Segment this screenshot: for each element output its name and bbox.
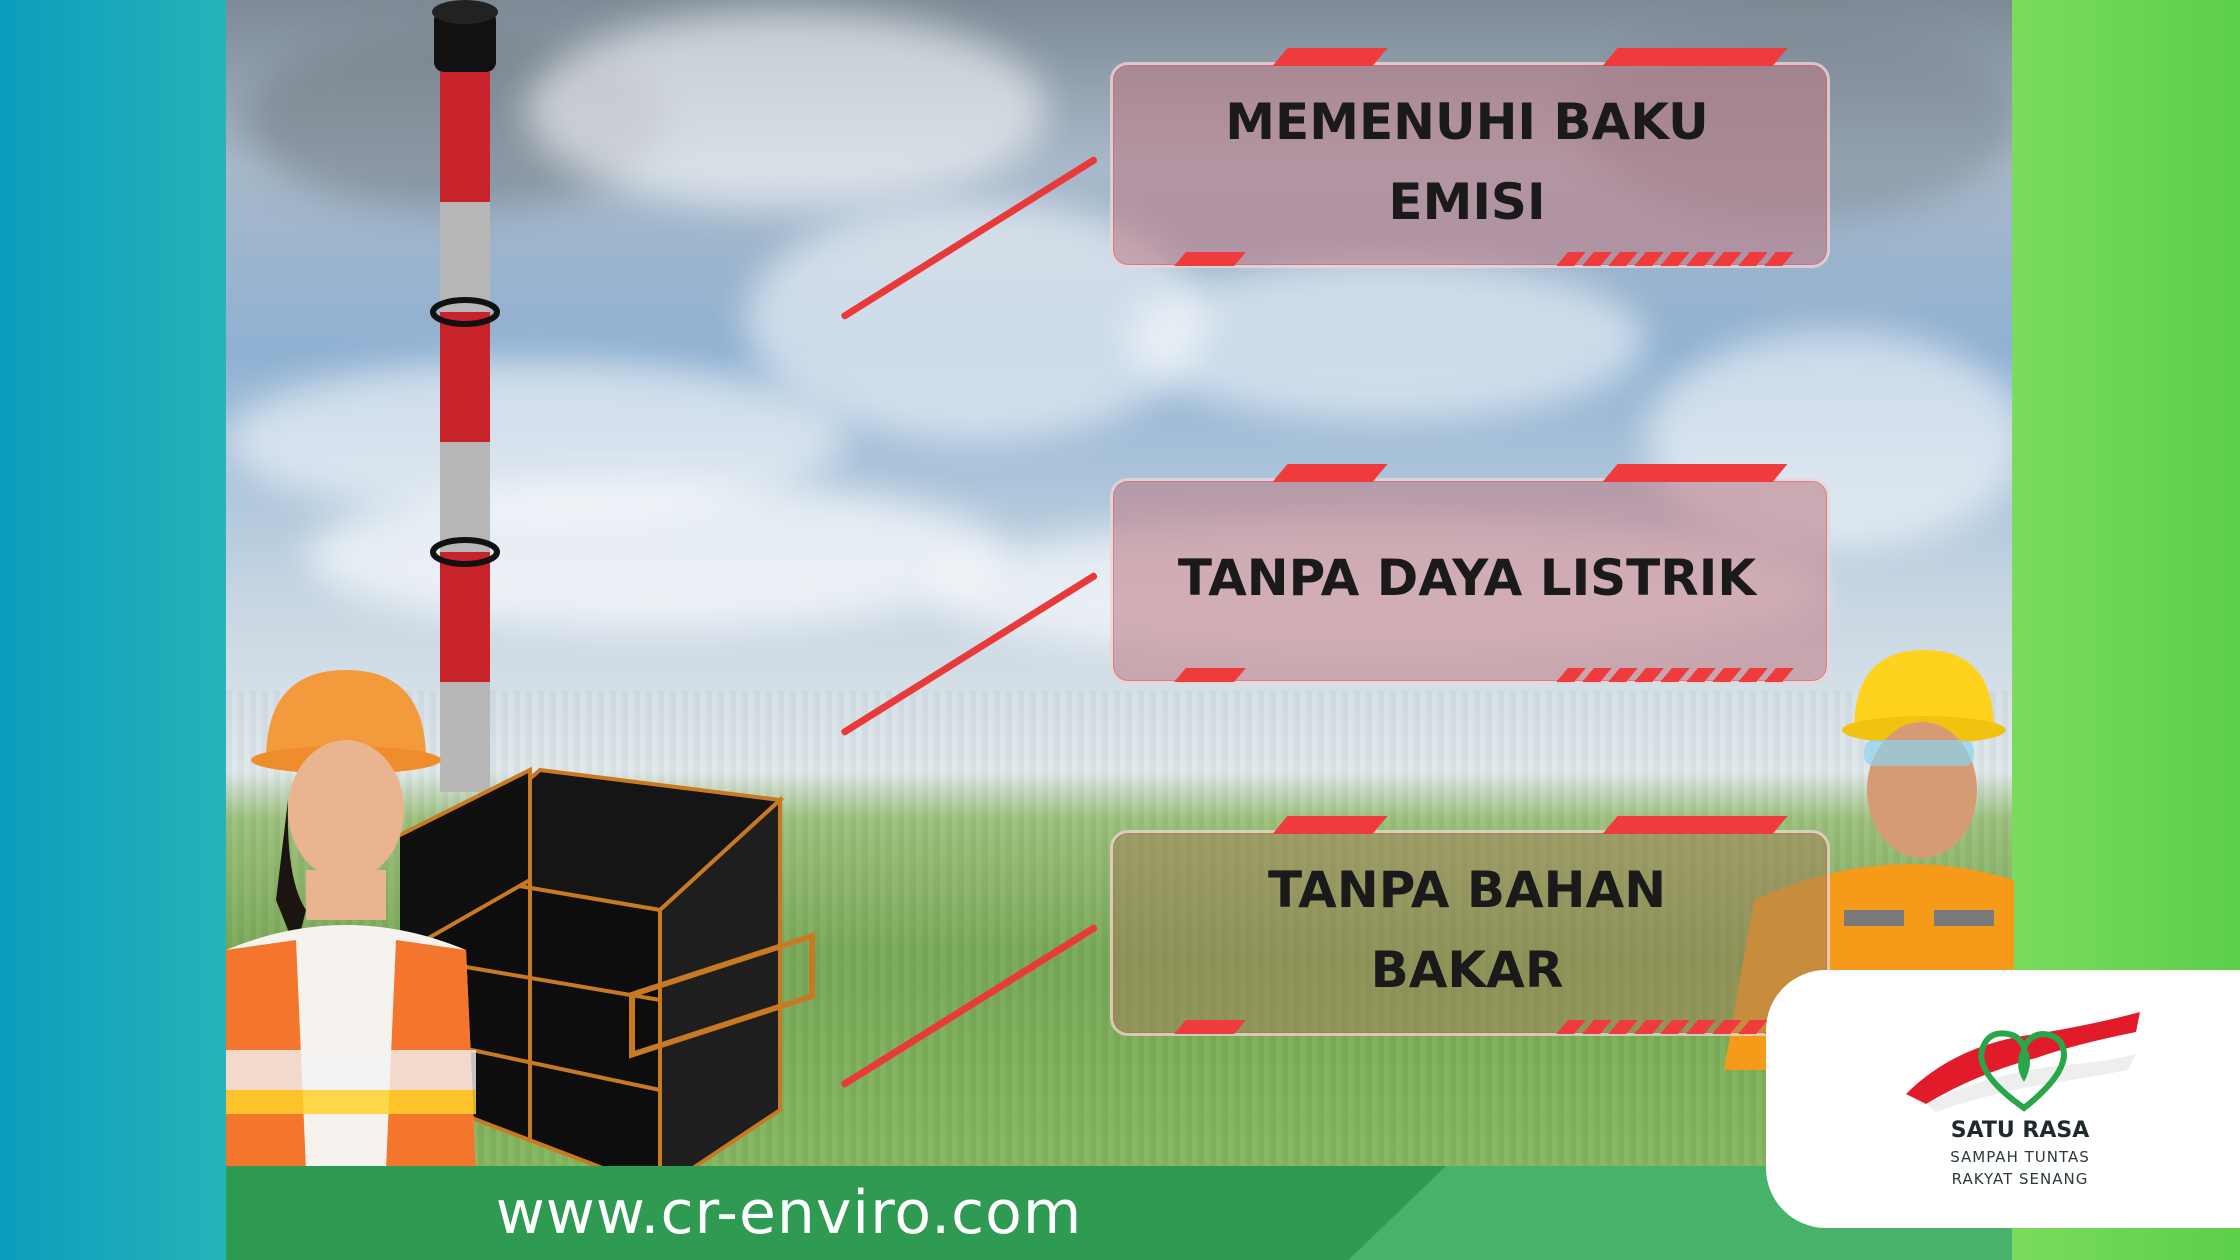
callout-bahan-bakar: TANPA BAHAN BAKAR xyxy=(1110,816,1830,1036)
callout-panel xyxy=(1110,62,1830,268)
satu-rasa-heart-logo xyxy=(1906,1012,2140,1112)
left-teal-border xyxy=(0,0,226,1260)
footer-url-bar: www.cr-enviro.com xyxy=(226,1166,2012,1260)
callout-text: TANPA BAHAN BAKAR xyxy=(1267,861,1667,999)
footer-stripe xyxy=(226,1166,1446,1260)
website-url[interactable]: www.cr-enviro.com xyxy=(495,1178,1083,1248)
cloud xyxy=(1126,260,1646,420)
incinerator-illustration xyxy=(400,0,815,1194)
logo-name: SATU RASA xyxy=(1950,1118,2090,1143)
callout-text: MEMENUHI BAKU EMISI xyxy=(1225,93,1709,231)
logo-card xyxy=(1766,970,2240,1228)
callout-baku-emisi: MEMENUHI BAKU EMISI xyxy=(1110,48,1830,268)
callout-daya-listrik: TANPA DAYA LISTRIK xyxy=(1110,464,1830,684)
callout-panel xyxy=(1110,478,1830,684)
callout-text: TANPA DAYA LISTRIK xyxy=(1177,549,1757,607)
logo-tagline-1: SAMPAH TUNTAS xyxy=(1950,1148,2090,1166)
worker-woman-illustration xyxy=(226,670,476,1170)
logo-tagline-2: RAKYAT SENANG xyxy=(1951,1170,2089,1188)
cloud xyxy=(526,10,1046,210)
callout-panel xyxy=(1110,830,1830,1036)
cloud xyxy=(306,480,1006,630)
